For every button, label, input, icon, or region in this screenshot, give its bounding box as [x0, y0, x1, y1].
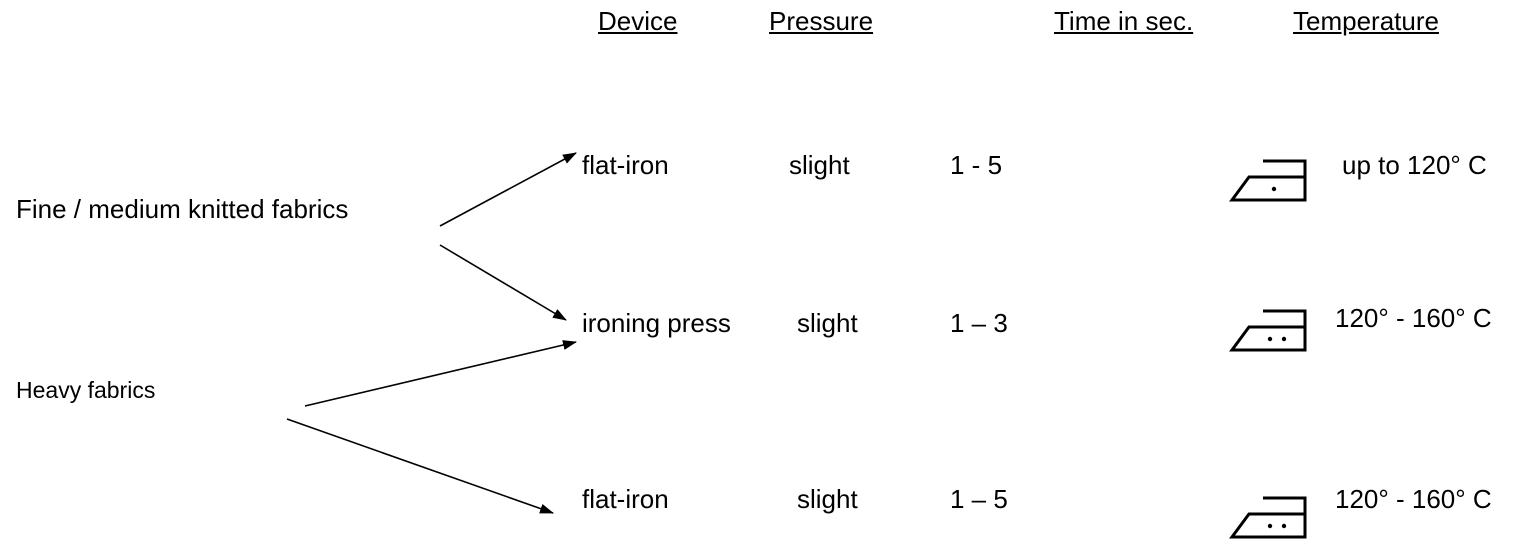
- row2-temperature: 120° - 160° C: [1335, 303, 1492, 333]
- row1-device: flat-iron: [582, 150, 669, 180]
- row2-device: ironing press: [582, 308, 731, 338]
- header-time: Time in sec.: [1054, 6, 1194, 36]
- arrow-fine-to-flat-iron: [439, 152, 577, 227]
- arrow-fine-to-ironing-press: [439, 244, 567, 321]
- iron-two-dots-icon: [1229, 309, 1307, 352]
- iron-two-dots-icon: [1229, 496, 1307, 539]
- row1-pressure: slight: [789, 150, 850, 180]
- source-heavy-fabrics: Heavy fabrics: [16, 377, 156, 403]
- row2-time: 1 – 3: [950, 308, 1008, 338]
- row1-time: 1 - 5: [950, 150, 1003, 180]
- row3-device: flat-iron: [582, 484, 669, 514]
- row1-temperature: up to 120° C: [1342, 150, 1487, 180]
- header-temperature: Temperature: [1293, 6, 1439, 36]
- row2-pressure: slight: [797, 308, 858, 338]
- row3-time: 1 – 5: [950, 484, 1008, 514]
- source-fine-knitted-fabrics: Fine / medium knitted fabrics: [16, 194, 349, 224]
- row3-pressure: slight: [797, 484, 858, 514]
- row3-temperature: 120° - 160° C: [1335, 484, 1492, 514]
- iron-one-dot-icon: [1229, 159, 1307, 202]
- arrow-heavy-to-ironing-press: [304, 340, 577, 407]
- arrow-heavy-to-flat-iron: [286, 418, 554, 514]
- header-device: Device: [598, 6, 678, 36]
- header-pressure: Pressure: [769, 6, 874, 36]
